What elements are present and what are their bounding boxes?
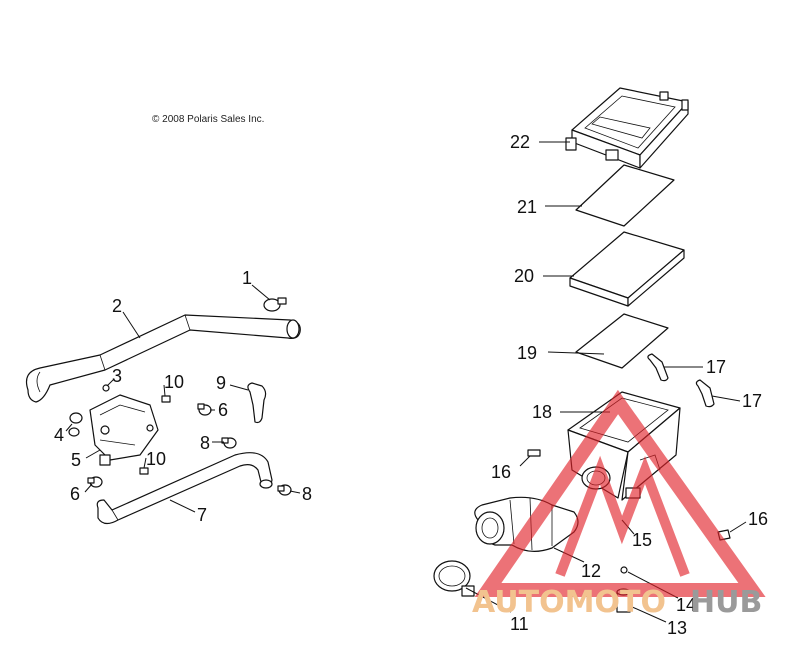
filter-sheet-19-part (575, 313, 669, 369)
clamp-6a-part (197, 403, 212, 416)
lower-hose-7-part (96, 452, 273, 525)
leader-16b (729, 521, 747, 533)
callout-10a: 10 (164, 372, 184, 392)
screw-10b-part (139, 467, 149, 475)
breather-hose-part (25, 314, 301, 403)
leader-6b (84, 483, 93, 493)
leader-16a (519, 455, 531, 467)
screw-10a-part (161, 395, 171, 403)
watermark-logo (474, 389, 766, 597)
leader-9 (229, 384, 249, 391)
watermark-text-automoto: AUTOMOTO (472, 585, 666, 620)
leader-5 (85, 449, 101, 459)
elbow-hose-9-part (247, 382, 267, 424)
callout-6b: 6 (70, 484, 80, 504)
bolt-3-part (102, 384, 110, 392)
clamp-6b-part (87, 476, 103, 488)
large-clamp-11-part (433, 560, 475, 597)
callout-20: 20 (514, 266, 534, 286)
leader-19 (547, 351, 605, 355)
callout-17a: 17 (706, 357, 726, 377)
leader-1 (251, 284, 271, 301)
callout-8a: 8 (200, 433, 210, 453)
leader-4 (65, 423, 73, 432)
clamp-8b-part (277, 484, 292, 496)
leader-17b (711, 395, 741, 402)
watermark-m-icon (555, 455, 690, 577)
copyright-text: © 2008 Polaris Sales Inc. (152, 114, 264, 125)
callout-19: 19 (517, 343, 537, 363)
callout-9: 9 (216, 373, 226, 393)
callout-16b: 16 (748, 509, 768, 529)
callout-1: 1 (242, 268, 252, 288)
callout-11: 11 (510, 614, 529, 634)
callout-7: 7 (197, 505, 207, 525)
callout-15: 15 (632, 530, 652, 550)
screw-16a-part (527, 449, 541, 457)
callout-16a: 16 (491, 462, 511, 482)
callout-21: 21 (517, 197, 537, 217)
callout-3: 3 (112, 366, 122, 386)
leader-8b (289, 490, 301, 494)
callout-12: 12 (581, 561, 601, 581)
clamp-8a-part (221, 437, 237, 449)
leader-2 (122, 311, 141, 339)
leader-10a (163, 384, 166, 397)
leader-3 (106, 378, 115, 387)
watermark-text-hub: HUB (690, 585, 762, 620)
airbox-lid-part (565, 87, 689, 169)
callout-8b: 8 (302, 484, 312, 504)
callout-14: 14 (676, 595, 696, 615)
callout-17b: 17 (742, 391, 762, 411)
filter-sheet-21-part (575, 164, 675, 227)
bracket-housing-part (89, 394, 159, 466)
callout-2: 2 (112, 296, 122, 316)
callout-10b: 10 (146, 449, 166, 469)
callout-5: 5 (71, 450, 81, 470)
leader-10b (143, 457, 147, 469)
filter-element-20-part (569, 231, 685, 307)
callout-22: 22 (510, 132, 530, 152)
callout-6a: 6 (218, 400, 228, 420)
callout-4: 4 (54, 425, 64, 445)
callout-18: 18 (532, 402, 552, 422)
watermark-triangle-icon (474, 389, 766, 597)
clip-17a-part (647, 353, 669, 382)
leader-7 (169, 499, 196, 513)
callout-13: 13 (667, 618, 687, 638)
leader-11 (465, 587, 512, 613)
drain-plug-14-part (620, 566, 628, 574)
clamp-4-part (68, 412, 83, 437)
leader-13 (629, 605, 667, 623)
hose-clamp-1-part (263, 297, 287, 312)
clip-17b-part (695, 379, 715, 408)
